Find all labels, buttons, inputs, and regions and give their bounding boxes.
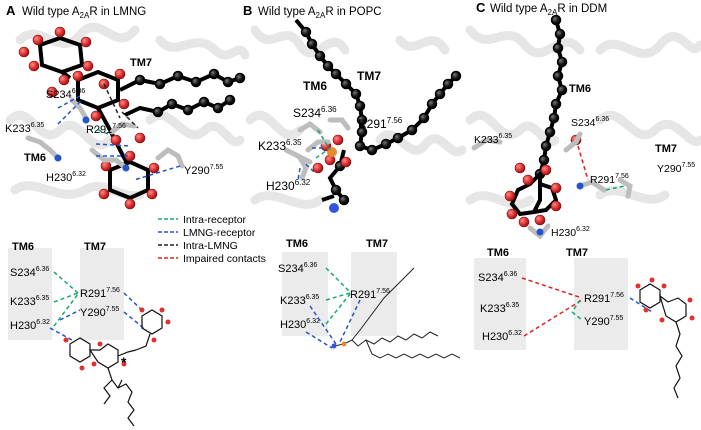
legend-label-intra-lmng: Intra-LMNG (183, 240, 238, 252)
panel-b-bottom-residue-labels: S2346.36 K2336.35 H2306.32 R2917.56 (278, 262, 390, 331)
residue-label-r291: R2917.56 (590, 173, 629, 186)
panel-a-top-tm6-label: TM6 (24, 152, 46, 164)
panel-a-bottom-residue-labels: S2346.36 K2336.35 H2306.32 R2917.56 Y290… (10, 266, 120, 332)
residue-label-s234: S2346.36 (46, 88, 85, 101)
residue-label-y290: Y2907.55 (184, 164, 223, 177)
residue-label-y290: Y2907.55 (657, 162, 695, 175)
lmng-skeletal-oxygens (63, 307, 171, 371)
legend-label-intra-receptor: Intra-receptor (183, 214, 247, 226)
panel-b-tm6-box (282, 252, 328, 336)
residue-label-k233: K2336.35 (474, 133, 512, 146)
popc-nitrogen (331, 343, 337, 349)
panel-a-top-structure (18, 26, 246, 210)
panel-a-bottom-tm7-label: TM7 (84, 241, 106, 253)
panel-a-title: Wild type A2AR in LMNG (22, 6, 146, 20)
residue-label-h230: H2306.32 (482, 330, 522, 343)
panel-b-top-residue-labels: S2346.36 K2336.35 R2917.56 H2306.32 (258, 105, 403, 193)
oxygen-atoms (18, 26, 160, 210)
panel-a-bottom-tm6-label: TM6 (12, 241, 34, 253)
residue-label-r291: R2917.56 (584, 292, 624, 305)
residue-label-r291: R2917.56 (358, 116, 403, 131)
panel-c-top-residue-labels: S2346.36 K2336.35 Y2907.55 R2917.56 H230… (474, 116, 695, 239)
residue-label-h230: H2306.32 (551, 226, 590, 239)
legend: Intra-receptor LMNG-receptor Intra-LMNG … (158, 214, 266, 265)
residue-label-r291: R2917.56 (80, 287, 120, 300)
popc-phosphorus (341, 341, 347, 347)
residue-label-k233: K2336.35 (280, 294, 319, 307)
residue-label-k233: K2336.35 (5, 122, 44, 135)
contacts-b-bottom (305, 267, 361, 349)
residue-label-s234: S2346.36 (278, 262, 317, 275)
residue-label-r291: R2917.56 (86, 123, 126, 136)
panel-c-bottom-tm6-label: TM6 (487, 247, 509, 259)
panel-c-title: Wild type A2AR in DDM (490, 3, 607, 17)
ddm-skeletal-oxygens (635, 277, 695, 323)
residue-label-y290: Y2907.55 (80, 306, 119, 319)
panel-b-bottom-tm6-label: TM6 (286, 238, 308, 250)
residue-label-h230: H2306.32 (10, 319, 50, 332)
lmng-tail-chain (119, 68, 246, 118)
residue-label-s234: S2346.36 (478, 271, 517, 284)
panel-c-top-tm6-label: TM6 (569, 83, 591, 95)
residue-label-r291: R2917.56 (350, 288, 390, 301)
contacts-a-top (57, 83, 181, 181)
asterisk-marker: * (121, 354, 127, 370)
popc-skeletal-structure (333, 267, 461, 359)
residue-label-h230: H2306.32 (46, 171, 86, 184)
legend-label-lmng-receptor: LMNG-receptor (183, 227, 256, 239)
panel-c-tm7-box (574, 258, 628, 350)
ddm-skeletal-structure (639, 283, 687, 399)
panel-b-top-structure (283, 18, 462, 213)
panel-c-top-structure (471, 14, 633, 240)
residue-label-h230: H2306.32 (280, 318, 320, 331)
residue-label-k233: K2336.35 (480, 302, 519, 315)
residue-label-h230: H2306.32 (266, 178, 311, 193)
panel-b-top-tm7-label: TM7 (357, 69, 381, 83)
residue-label-s234: S2346.36 (293, 105, 337, 120)
residue-label-s234: S2346.36 (10, 266, 49, 279)
panel-c-bottom-residue-labels: S2346.36 K2336.35 H2306.32 R2917.56 Y290… (478, 271, 624, 343)
panel-c-top-tm7-label: TM7 (655, 143, 677, 155)
panel-a-tm7-box (80, 248, 124, 340)
panel-letter-c: C (476, 0, 486, 15)
residue-sticks (25, 97, 185, 172)
panel-b-top-tm6-label: TM6 (303, 79, 327, 93)
panel-c-tm6-box (474, 258, 526, 350)
panel-a-top-residue-labels: S2346.36 K2336.35 R2917.56 H2306.32 Y290… (5, 88, 223, 184)
panel-b-bottom-tm7-label: TM7 (366, 238, 388, 250)
panel-b-title: Wild type A2AR in POPC (258, 6, 382, 20)
panel-letter-b: B (243, 3, 252, 18)
lmng-skeletal-structure (69, 309, 163, 427)
panel-a-top-tm7-label: TM7 (130, 57, 152, 69)
panel-c-bottom-tm7-label: TM7 (566, 247, 588, 259)
panel-letter-a: A (6, 3, 16, 18)
residue-label-s234: S2346.36 (571, 116, 609, 129)
residue-label-k233: K2336.35 (258, 138, 302, 153)
residue-label-y290: Y2907.55 (584, 315, 623, 328)
panel-b-tm7-box (351, 252, 397, 336)
nitrogen-atom (329, 203, 339, 213)
panel-a-tm6-box (8, 248, 52, 340)
residue-label-k233: K2336.35 (10, 295, 49, 308)
legend-label-impaired-contacts: Impaired contacts (183, 253, 266, 265)
protein-ribbon-background (5, 22, 701, 209)
